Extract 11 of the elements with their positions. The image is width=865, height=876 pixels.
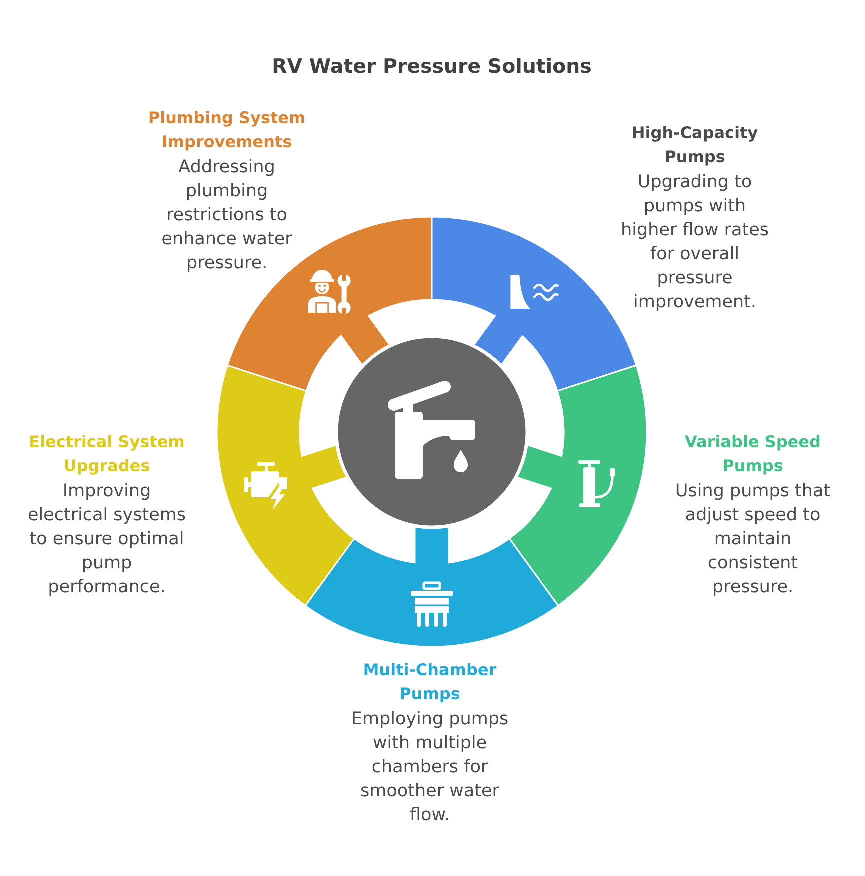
description: Employing pumps with multiple chambers for smoother water flow.	[353, 711, 508, 821]
heading: Variable Speed Pumps	[685, 435, 820, 475]
heading: Plumbing System Improvements	[150, 111, 304, 151]
description: Addressing plumbing restrictions to enhance water pressure.	[162, 159, 292, 272]
description: Improving electrical systems to ensure optimal pump performance.	[28, 483, 186, 596]
heading: High-Capacity Pumps	[633, 126, 758, 166]
title: RV Water Pressure Solutions	[274, 58, 591, 74]
description: Upgrading to pumps with higher flow rates for overall pressure improvement.	[622, 174, 768, 312]
heading: Electrical System Upgrades	[30, 435, 184, 475]
heading: Multi-Chamber Pumps	[364, 663, 497, 703]
description: Using pumps that adjust speed to maintain consistent pressure.	[676, 483, 830, 596]
